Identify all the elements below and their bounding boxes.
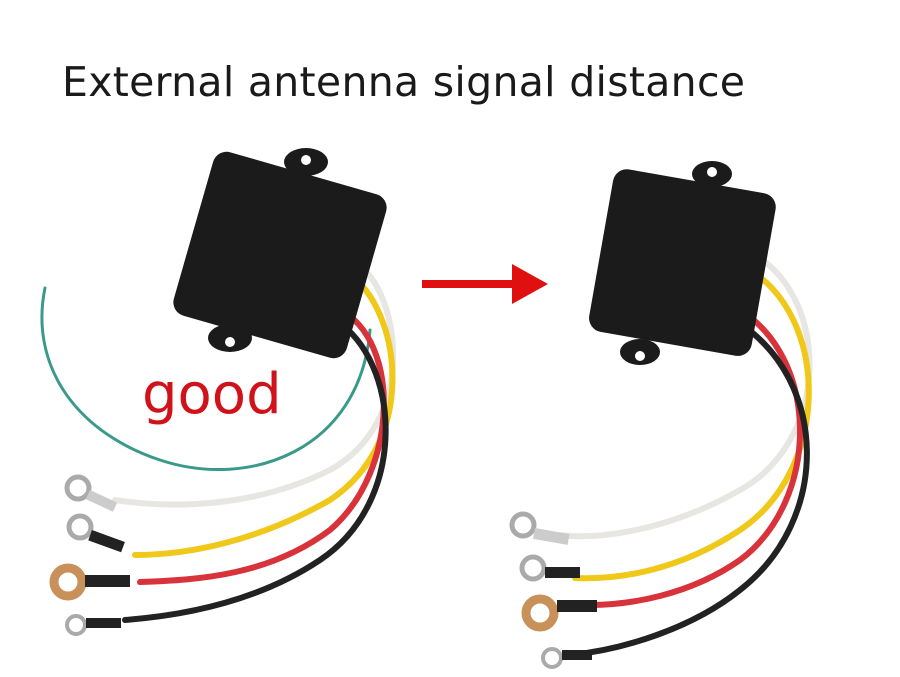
left-wires bbox=[40, 259, 397, 623]
image-title: External antenna signal distance bbox=[62, 58, 746, 106]
good-label: good bbox=[142, 362, 282, 427]
right-wires bbox=[557, 252, 813, 658]
left-ring-terminals bbox=[49, 474, 130, 636]
left-module bbox=[173, 148, 387, 359]
right-ring-terminals bbox=[509, 511, 597, 669]
arrow-icon bbox=[422, 264, 548, 304]
right-module bbox=[589, 161, 776, 365]
